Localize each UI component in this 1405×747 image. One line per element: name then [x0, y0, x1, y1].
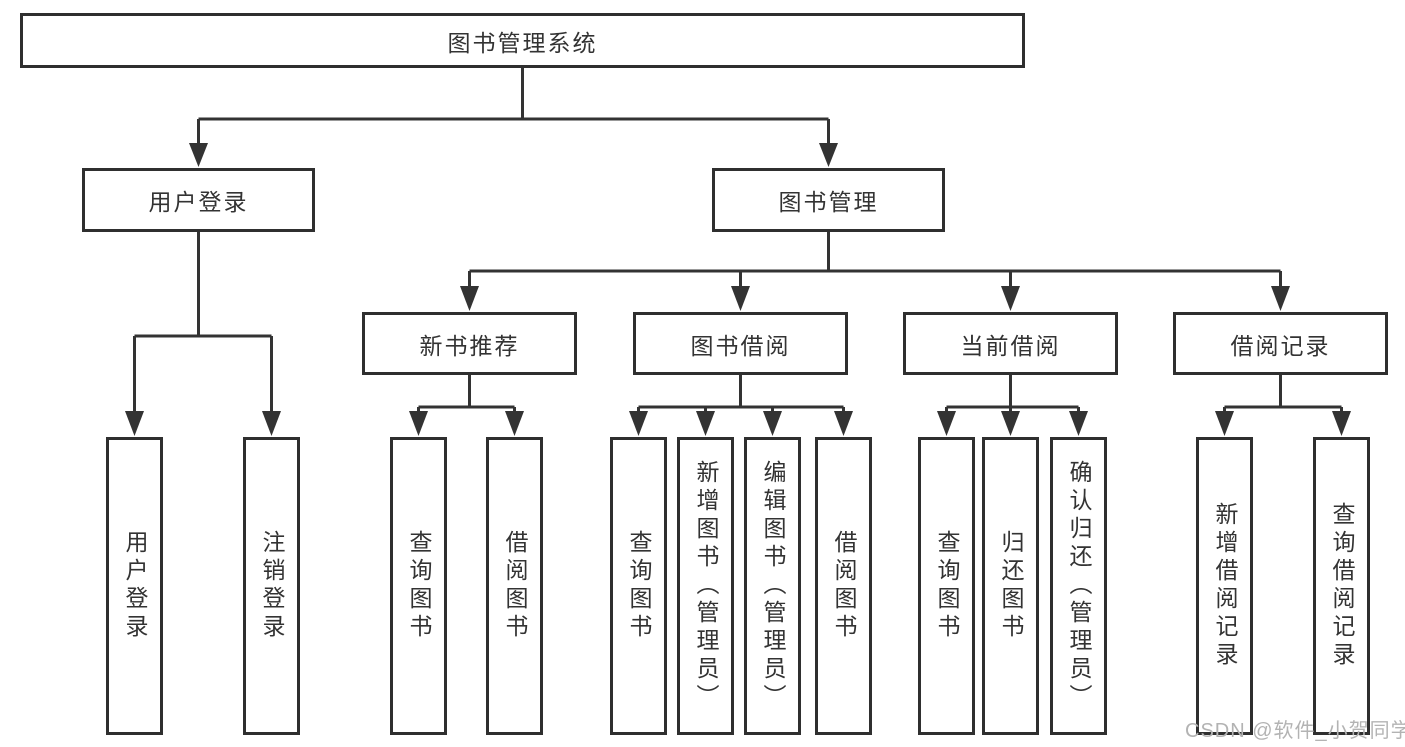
node-root-label: 图书管理系统	[447, 29, 598, 56]
leaf-br-add-borrow-record: 新增借阅记录	[1196, 437, 1253, 735]
node-current-borrowing-label: 当前借阅	[960, 332, 1061, 359]
node-book-borrowing: 图书借阅	[633, 312, 848, 375]
node-user-login: 用户登录	[82, 168, 315, 232]
leaf-cb-confirm-return-admin: 确认归还（管理员）	[1050, 437, 1107, 735]
leaf-bb-borrow-books: 借阅图书	[815, 437, 872, 735]
node-book-management-label: 图书管理	[778, 189, 879, 215]
leaf-nb-query-books: 查询图书	[390, 437, 447, 735]
leaf-bb-query-books-label: 查询图书	[626, 530, 652, 642]
leaf-cb-confirm-return-admin-label: 确认归还（管理员）	[1066, 460, 1092, 712]
leaf-bb-borrow-books-label: 借阅图书	[831, 530, 857, 642]
leaf-bb-add-books-admin: 新增图书（管理员）	[677, 437, 734, 735]
node-borrowing-records: 借阅记录	[1173, 312, 1388, 375]
leaf-cb-return-books-label: 归还图书	[998, 530, 1024, 642]
leaf-bb-query-books: 查询图书	[610, 437, 667, 735]
node-book-borrowing-label: 图书借阅	[690, 332, 791, 359]
leaf-nb-borrow-books-label: 借阅图书	[502, 530, 528, 642]
node-book-management: 图书管理	[712, 168, 945, 232]
node-new-book-recommendation: 新书推荐	[362, 312, 577, 375]
leaf-br-query-borrow-record-label: 查询借阅记录	[1329, 502, 1355, 670]
leaf-cb-return-books: 归还图书	[982, 437, 1039, 735]
leaf-bb-edit-books-admin-label: 编辑图书（管理员）	[760, 460, 786, 712]
leaf-bb-add-books-admin-label: 新增图书（管理员）	[693, 460, 719, 712]
node-borrowing-records-label: 借阅记录	[1230, 332, 1331, 359]
leaf-nb-borrow-books: 借阅图书	[486, 437, 543, 735]
csdn-watermark: CSDN @软件_小贺同学	[1185, 720, 1405, 742]
leaf-bb-edit-books-admin: 编辑图书（管理员）	[744, 437, 801, 735]
leaf-logout-login: 注销登录	[243, 437, 300, 735]
node-current-borrowing: 当前借阅	[903, 312, 1118, 375]
leaf-br-query-borrow-record: 查询借阅记录	[1313, 437, 1370, 735]
node-root: 图书管理系统	[20, 13, 1025, 68]
node-new-book-recommendation-label: 新书推荐	[419, 332, 520, 359]
leaf-nb-query-books-label: 查询图书	[406, 530, 432, 642]
leaf-user-login: 用户登录	[106, 437, 163, 735]
node-user-login-label: 用户登录	[148, 189, 249, 215]
leaf-user-login-label: 用户登录	[122, 530, 148, 642]
leaf-logout-login-label: 注销登录	[259, 530, 285, 642]
leaf-cb-query-books: 查询图书	[918, 437, 975, 735]
leaf-br-add-borrow-record-label: 新增借阅记录	[1212, 502, 1238, 670]
leaf-cb-query-books-label: 查询图书	[934, 530, 960, 642]
